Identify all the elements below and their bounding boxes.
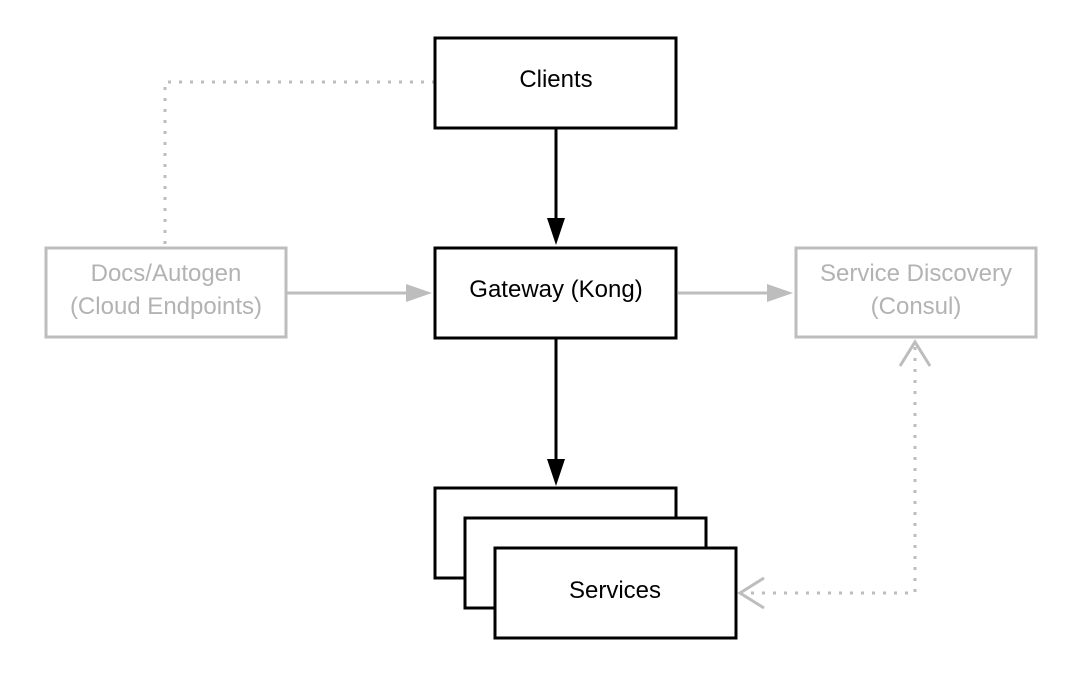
arrowhead-right-icon (406, 284, 432, 302)
open-arrowhead-left-icon (737, 576, 765, 610)
node-discovery-label-line1: Service Discovery (820, 260, 1012, 287)
node-docs-autogen: Docs/Autogen (Cloud Endpoints) (44, 246, 288, 339)
arrowhead-right-icon (767, 284, 793, 302)
node-clients: Clients (433, 36, 678, 130)
node-service-discovery: Service Discovery (Consul) (794, 246, 1038, 339)
node-services: Services (433, 486, 738, 640)
edge-discovery-services (742, 347, 917, 595)
node-gateway-label: Gateway (Kong) (469, 276, 642, 303)
services-stack-front (493, 546, 738, 640)
node-services-label: Services (569, 577, 661, 604)
node-gateway: Gateway (Kong) (433, 246, 678, 340)
node-clients-label: Clients (519, 66, 592, 93)
edge-clients-docs (163, 80, 435, 247)
open-arrowhead-up-icon (898, 339, 932, 367)
arrowhead-down-icon (547, 218, 565, 245)
node-docs-label-line1: Docs/Autogen (91, 260, 242, 287)
arrowhead-down-icon (547, 459, 565, 486)
node-docs-label-line2: (Cloud Endpoints) (70, 293, 262, 320)
node-discovery-label-line2: (Consul) (871, 293, 962, 320)
